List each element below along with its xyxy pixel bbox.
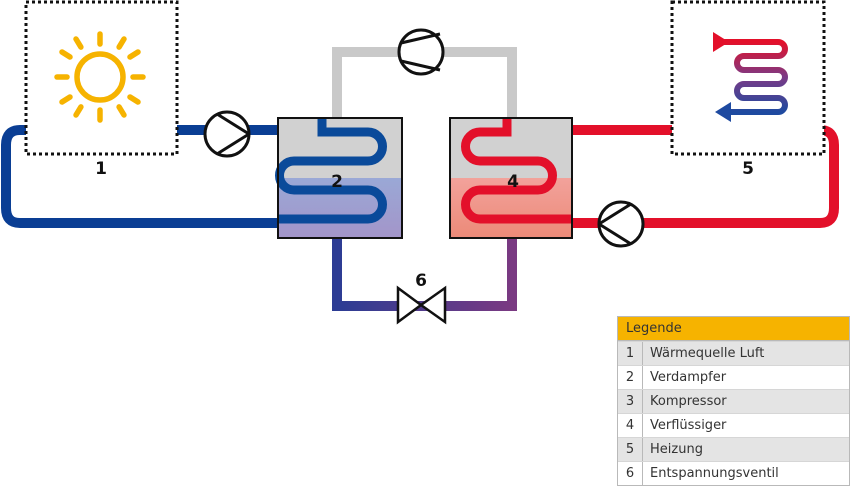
label-condenser: 4 — [507, 172, 519, 192]
label-valve: 6 — [415, 271, 427, 291]
flow-in-arrow-icon — [713, 32, 729, 52]
legend-number: 5 — [618, 438, 643, 461]
legend-label: Entspannungsventil — [650, 466, 779, 481]
legend-number: 6 — [618, 462, 643, 485]
pump-icon — [203, 110, 251, 158]
evaporator: 2 — [275, 117, 403, 239]
legend-row: 4 Verflüssiger — [618, 413, 849, 437]
label-evaporator: 2 — [331, 172, 343, 192]
legend-title: Legende — [618, 317, 849, 341]
legend-number: 4 — [618, 414, 643, 437]
heat-source-box — [24, 0, 179, 156]
condenser: 4 — [449, 117, 573, 239]
legend-label: Kompressor — [650, 394, 727, 409]
legend-number: 1 — [618, 342, 643, 365]
legend-row: 2 Verdampfer — [618, 365, 849, 389]
heating-pump-icon — [597, 200, 645, 248]
label-heat-source: 1 — [95, 159, 107, 179]
legend-row: 1 Wärmequelle Luft — [618, 341, 849, 365]
legend-label: Wärmequelle Luft — [650, 346, 765, 361]
radiator-coil — [724, 39, 788, 115]
legend-row: 5 Heizung — [618, 437, 849, 461]
heating-box — [670, 0, 826, 156]
legend-number: 3 — [618, 390, 643, 413]
label-heating: 5 — [742, 159, 754, 179]
legend-label: Verdampfer — [650, 370, 727, 385]
expansion-valve-icon: 6 — [396, 271, 447, 325]
heating-loop — [570, 125, 839, 228]
evaporator-coil — [275, 118, 387, 224]
legend-label: Heizung — [650, 442, 703, 457]
legend-row: 6 Entspannungsventil — [618, 461, 849, 485]
heat-source-loop — [1, 125, 278, 228]
flow-out-arrow-icon — [715, 102, 731, 122]
legend-label: Verflüssiger — [650, 418, 727, 433]
compressor-icon — [397, 28, 445, 76]
legend: Legende 1 Wärmequelle Luft 2 Verdampfer … — [617, 316, 850, 486]
legend-number: 2 — [618, 366, 643, 389]
sun-icon — [54, 31, 146, 123]
condenser-coil — [461, 118, 572, 224]
legend-row: 3 Kompressor — [618, 389, 849, 413]
